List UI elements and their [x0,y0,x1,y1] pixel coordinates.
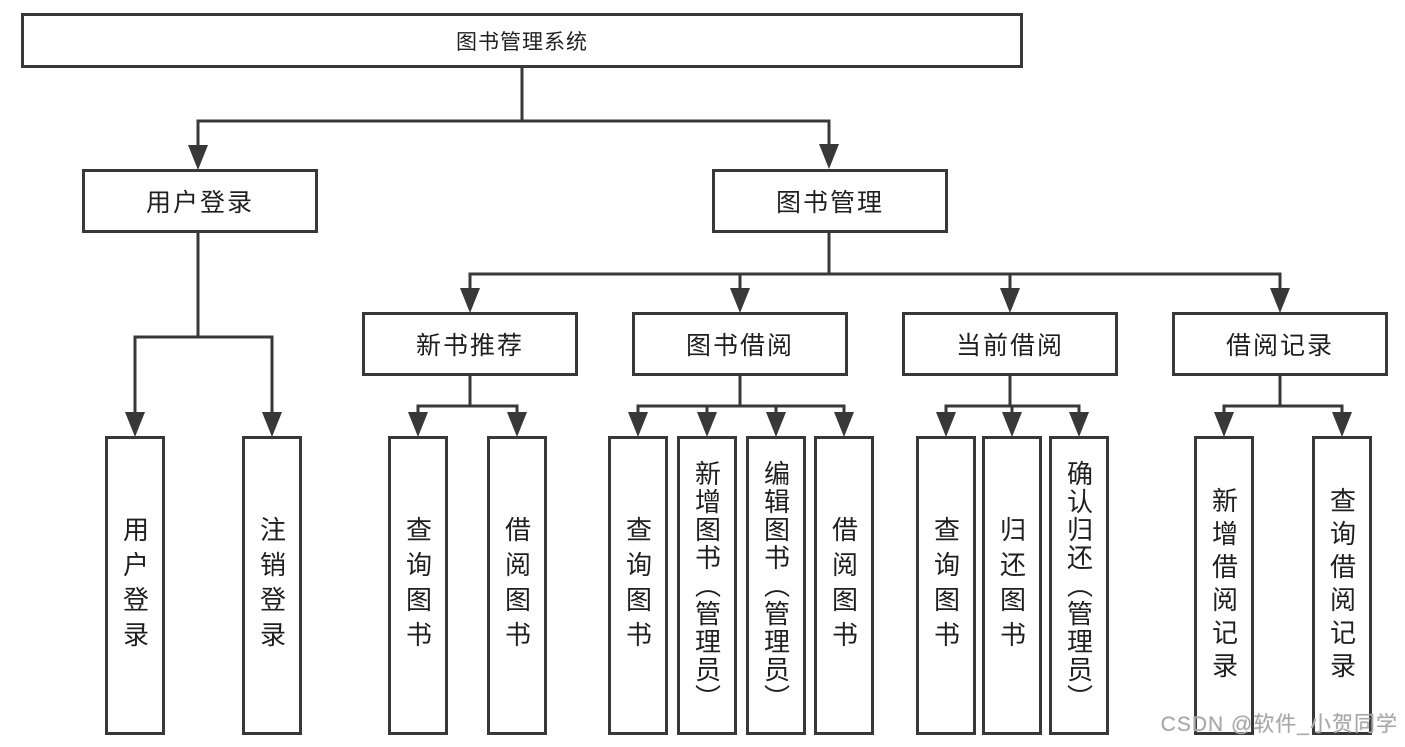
leaf-logout: 注销登录 [242,436,302,735]
leaf-edit-book-admin: 编辑图书（管理员） [746,436,806,735]
connector-root-to-level2 [188,66,839,170]
connector-bookmgmt-to-level3 [460,231,1290,313]
connector-newbook-children [408,375,527,437]
leaf-return-book: 归还图书 [982,436,1042,735]
leaf-query-books-recommend: 查询图书 [388,436,448,735]
leaf-borrow-books: 借阅图书 [814,436,874,735]
leaf-borrow-books-recommend: 借阅图书 [487,436,547,735]
node-borrow-records: 借阅记录 [1172,312,1388,376]
leaf-query-borrow-record: 查询借阅记录 [1312,436,1372,735]
connector-userlogin-children [125,231,282,437]
leaf-query-books-borrow: 查询图书 [608,436,668,735]
leaf-confirm-return-admin: 确认归还（管理员） [1049,436,1109,735]
node-new-book-recommend: 新书推荐 [362,312,578,376]
node-root-system: 图书管理系统 [21,13,1023,68]
node-current-borrow: 当前借阅 [902,312,1118,376]
leaf-query-books-current: 查询图书 [916,436,976,735]
leaf-add-borrow-record: 新增借阅记录 [1194,436,1254,735]
leaf-add-book-admin: 新增图书（管理员） [677,436,737,735]
connector-borrowrecord-children [1214,375,1352,437]
connector-currentborrow-children [936,375,1089,437]
connector-bookborrow-children [628,375,854,437]
leaf-user-login: 用户登录 [105,436,165,735]
csdn-watermark: CSDN @软件_小贺同学 [1160,713,1398,736]
node-user-login: 用户登录 [82,169,318,233]
node-book-management: 图书管理 [712,169,948,233]
node-book-borrow: 图书借阅 [632,312,848,376]
